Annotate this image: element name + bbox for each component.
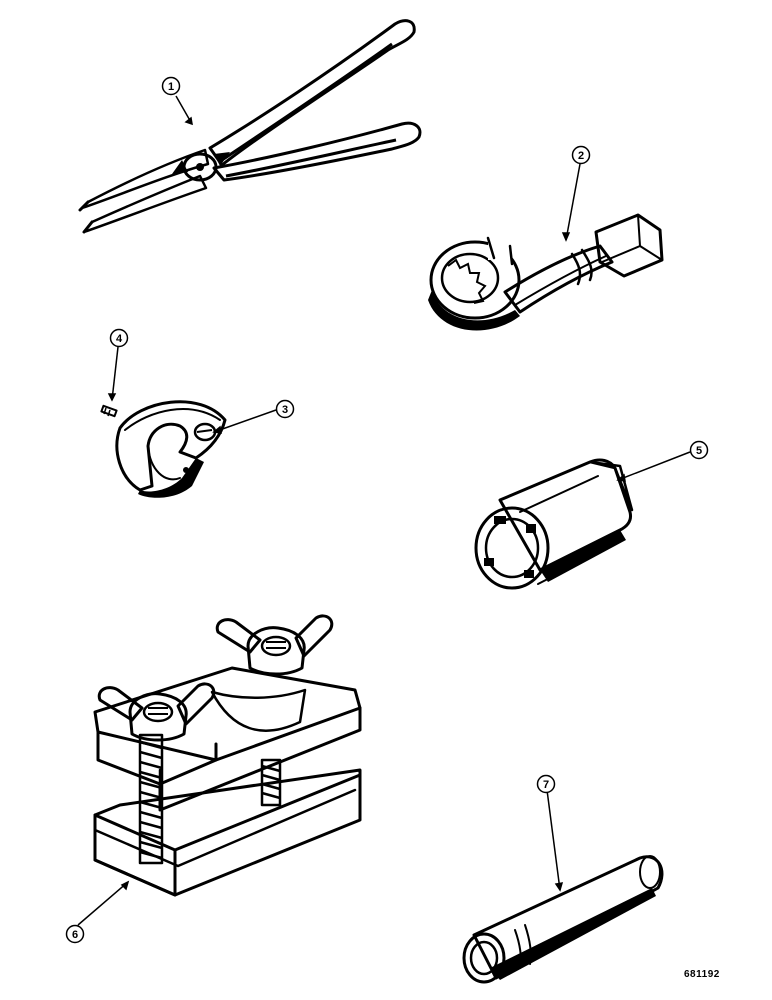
callout-7-label: 7 [543,779,549,791]
callout-3-label: 3 [282,404,288,416]
callout-3: 3 [275,399,295,419]
spanner-socket [474,458,634,590]
callout-2-label: 2 [578,150,584,162]
callout-4-label: 4 [116,333,123,345]
callout-5: 5 [689,440,709,460]
tube-socket [462,855,664,984]
pin [100,404,118,418]
callout-7: 7 [536,774,556,794]
wing-nut-clamp-fixture [93,614,362,897]
flare-nut-socket [428,213,664,331]
callout-2: 2 [571,145,591,165]
figure-id: 681192 [684,969,720,980]
snap-ring-pliers [78,19,422,234]
leader-lines [77,95,691,926]
callout-5-label: 5 [696,445,702,457]
callout-4: 4 [109,328,129,348]
clamp-jaw [115,400,227,498]
callout-1-label: 1 [168,81,174,93]
callout-1: 1 [161,76,181,96]
callout-6-label: 6 [72,929,78,941]
callout-6: 6 [65,924,85,944]
